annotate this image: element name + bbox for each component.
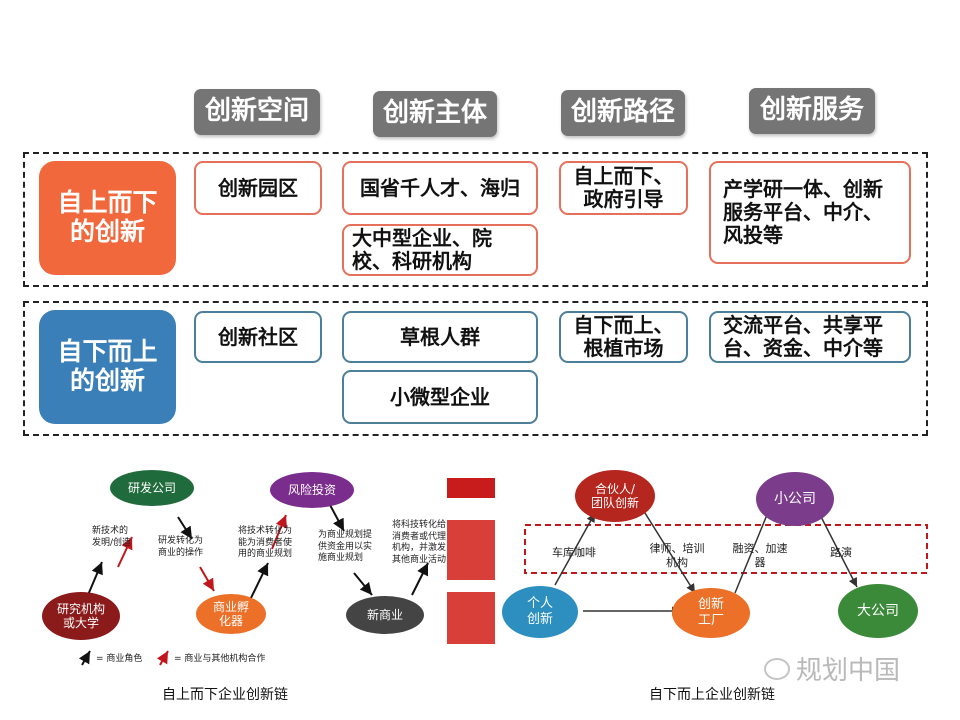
arrow-rd-to-incubator (177, 516, 193, 540)
decorative-red-block (447, 478, 495, 498)
note-business-plan: 将技术转化为 能为消费者使 用的商业规划 (238, 526, 293, 560)
top-service-cell: 产学研一体、创新服务平台、中介、风投等 (709, 161, 911, 264)
label-garage-cafe: 车库咖啡 (552, 546, 596, 559)
bottom-up-label: 自下而上 的创新 (39, 310, 176, 424)
bottom-path-cell: 自下而上、根植市场 (559, 311, 688, 363)
left-diagram-arrows (78, 504, 429, 666)
label-lawyer-training: 律师、培训 机构 (649, 542, 705, 570)
arrow-red-incubator (199, 566, 215, 592)
note-rd-conversion: 研发转化为 商业的操作 (158, 536, 204, 558)
label-roadshow: 路演 (830, 546, 852, 559)
arrow-incubator-to-vc (249, 562, 269, 601)
note-funding: 为商业规划提 供资金用以实 施商业规划 (318, 530, 373, 564)
caption-top-down-chain: 自上而下企业创新链 (162, 687, 288, 703)
decorative-red-block-2 (447, 520, 495, 580)
legend-collaboration: = 商业与其他机构合作 (174, 654, 266, 664)
top-down-group (23, 152, 928, 287)
node-research-institute: 研究机构 或大学 (42, 592, 120, 640)
legend-arrow-red (156, 650, 169, 666)
arrow-new-business-out (411, 562, 429, 596)
bottom-subject-cell-1: 草根人群 (342, 311, 538, 363)
node-rd-company: 研发公司 (110, 470, 194, 506)
arrow-vc-to-new (329, 504, 345, 532)
caption-bottom-up-chain: 自下而上企业创新链 (649, 687, 775, 703)
label-funding-accelerator: 融资、加速 器 (732, 542, 788, 570)
node-venture-capital: 风险投资 (270, 472, 354, 508)
node-small-company: 小公司 (756, 472, 834, 526)
top-space-cell: 创新园区 (194, 161, 322, 215)
note-tech-transfer: 将科技转化给 消费者或代理 机构，并激发 其他商业活动 (392, 520, 447, 566)
node-big-company: 大公司 (838, 584, 918, 638)
dashed-connector-box (524, 524, 928, 574)
watermark-text: 规划中国 (796, 656, 901, 686)
node-new-business: 新商业 (346, 596, 424, 634)
right-diagram-lines (524, 504, 928, 616)
header-innovation-service: 创新服务 (749, 88, 875, 134)
arrow-research-to-rd (87, 561, 103, 596)
wechat-icon (764, 658, 790, 680)
header-innovation-space: 创新空间 (194, 89, 320, 135)
bottom-space-cell: 创新社区 (194, 311, 322, 363)
top-subject-cell-2: 大中型企业、院校、科研机构 (342, 224, 538, 276)
arrow-red-vc (271, 514, 287, 550)
note-new-tech: 新技术的 发明/创造 (92, 526, 132, 548)
node-individual: 个人 创新 (502, 586, 578, 638)
legend-business-role: = 商业角色 (96, 654, 143, 664)
node-incubator: 商业孵 化器 (196, 594, 266, 634)
bottom-up-group (23, 301, 928, 436)
header-innovation-path: 创新路径 (561, 90, 685, 136)
legend-arrow-black (78, 650, 91, 666)
header-innovation-subject: 创新主体 (373, 91, 497, 137)
top-subject-cell-1: 国省千人才、海归 (342, 161, 538, 215)
top-path-cell: 自上而下、政府引导 (559, 161, 688, 215)
arrow-red-support-1 (117, 536, 133, 568)
top-down-label: 自上而下 的创新 (39, 161, 176, 275)
node-innovation-factory: 创新 工厂 (672, 588, 750, 638)
bottom-subject-cell-2: 小微型企业 (342, 370, 538, 424)
decorative-red-block-3 (447, 592, 495, 644)
node-partner-team: 合伙人/ 团队创新 (575, 470, 655, 522)
bottom-service-cell: 交流平台、共享平台、资金、中介等 (709, 311, 911, 363)
arrow-into-new-business (353, 572, 373, 596)
